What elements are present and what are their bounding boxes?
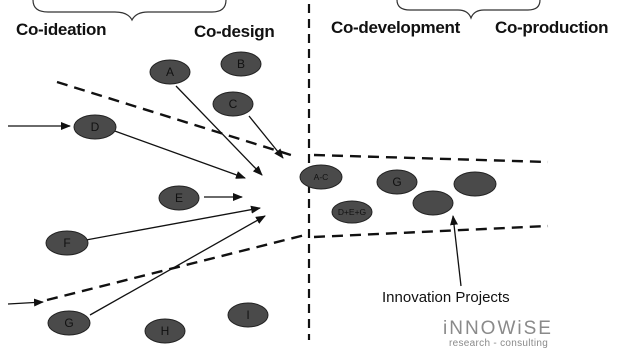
svg-text:C: C [229,97,238,111]
node-d: D [73,114,117,140]
node-c: C [212,91,254,117]
funnel-lower-right [313,224,549,239]
project-node-unlabeled-2 [453,171,497,197]
node-e: E [158,185,200,211]
node-h: H [144,318,186,344]
phase-co-development: Co-development [331,18,460,37]
svg-text:I: I [246,308,249,322]
phase-co-ideation: Co-ideation [16,20,107,39]
node-a: A [149,59,191,85]
funnel-upper-right [313,153,549,164]
arrow-callout [450,215,462,287]
node-g-left: G [47,310,91,336]
phase-co-production: Co-production [495,18,609,37]
funnel-upper-left [56,80,292,157]
arrow-d [111,129,246,179]
svg-text:F: F [63,236,70,250]
node-d-e-g: D+E+G [331,200,373,224]
arrow-f [85,205,261,241]
brace-left [32,0,227,22]
arrow-c [248,115,284,159]
svg-text:D+E+G: D+E+G [338,207,366,217]
node-g-right: G [376,169,418,195]
svg-text:E: E [175,191,183,205]
callout-innovation-projects: Innovation Projects [382,289,510,306]
node-i: I [227,302,269,328]
node-f: F [45,230,89,256]
node-b: B [220,51,262,77]
svg-text:G: G [392,175,401,189]
phase-co-design: Co-design [194,22,275,41]
arrow-g [89,215,266,316]
logo-tagline: research - consulting [449,338,549,349]
brace-right [396,0,541,20]
arrow-a [175,85,263,176]
project-node-unlabeled-1 [412,190,454,216]
funnel-lower-left [46,233,306,302]
svg-text:D: D [91,120,100,134]
svg-text:A-C: A-C [314,172,329,182]
svg-text:H: H [161,324,170,338]
node-a-c: A-C [299,164,343,190]
svg-text:A: A [166,65,174,79]
logo-name: iNNOWiSE [443,318,553,339]
svg-text:B: B [237,57,245,71]
svg-text:G: G [64,316,73,330]
arrow-entry-lower [7,298,44,307]
